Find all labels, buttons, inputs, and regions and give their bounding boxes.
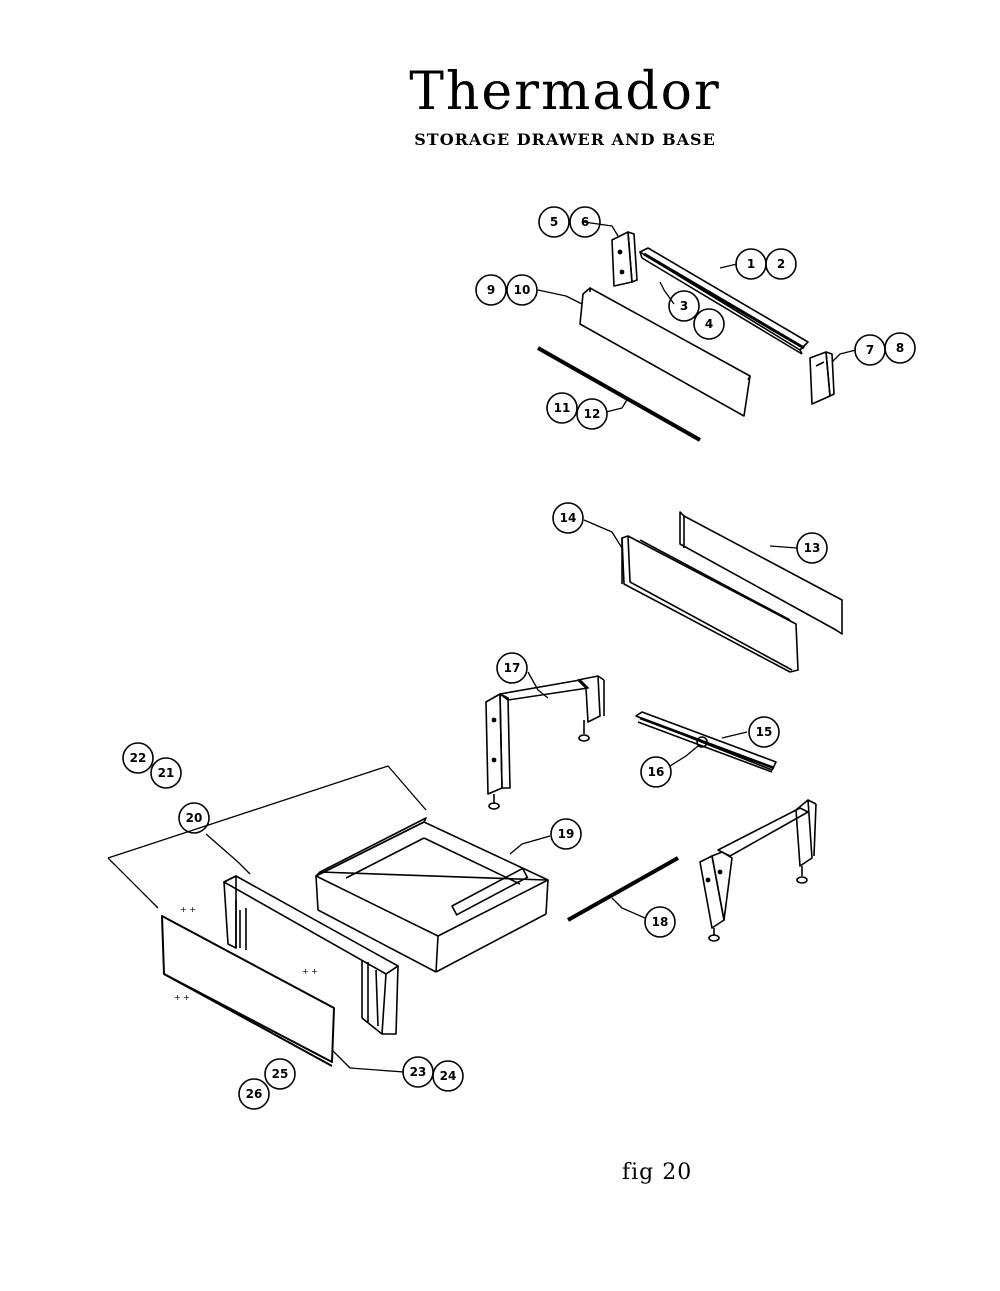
callout-20: 20 bbox=[178, 802, 210, 834]
svg-text:9: 9 bbox=[487, 283, 495, 297]
callout-5: 5 bbox=[538, 206, 570, 238]
svg-text:10: 10 bbox=[514, 283, 531, 297]
callout-17: 17 bbox=[496, 652, 528, 684]
svg-text:5: 5 bbox=[550, 215, 558, 229]
svg-text:25: 25 bbox=[272, 1067, 289, 1081]
callout-1: 1 bbox=[735, 248, 767, 280]
top-rail bbox=[639, 247, 809, 355]
svg-text:1: 1 bbox=[747, 257, 755, 271]
figure-label: fig 20 bbox=[622, 1160, 693, 1185]
svg-text:+ +: + + bbox=[180, 905, 196, 914]
svg-text:23: 23 bbox=[410, 1065, 427, 1079]
drawer-front-panel: + + + + + + bbox=[161, 905, 335, 1067]
drawer-box bbox=[315, 817, 549, 973]
callout-11: 11 bbox=[546, 392, 578, 424]
callout-3: 3 bbox=[668, 290, 700, 322]
svg-text:+ +: + + bbox=[174, 993, 190, 1002]
drawer-front-frame bbox=[223, 875, 399, 1035]
svg-text:21: 21 bbox=[158, 766, 175, 780]
callout-19: 19 bbox=[550, 818, 582, 850]
svg-text:4: 4 bbox=[705, 317, 713, 331]
callout-12: 12 bbox=[576, 398, 608, 430]
callout-9: 9 bbox=[475, 274, 507, 306]
right-bracket bbox=[809, 351, 835, 405]
svg-text:7: 7 bbox=[866, 343, 874, 357]
callout-6: 6 bbox=[569, 206, 601, 238]
callout-8: 8 bbox=[884, 332, 916, 364]
leader-lines bbox=[107, 221, 857, 1073]
kick-panel bbox=[621, 535, 799, 673]
callout-13: 13 bbox=[796, 532, 828, 564]
right-leg-frame bbox=[699, 799, 817, 942]
callout-10: 10 bbox=[506, 274, 538, 306]
drawer-slide-rail bbox=[635, 711, 777, 773]
svg-text:20: 20 bbox=[186, 811, 203, 825]
svg-text:2: 2 bbox=[777, 257, 785, 271]
svg-text:12: 12 bbox=[584, 407, 601, 421]
bottom-trim bbox=[537, 346, 701, 442]
svg-text:18: 18 bbox=[652, 915, 669, 929]
left-leg-frame bbox=[485, 675, 605, 810]
front-panel bbox=[579, 287, 751, 417]
svg-text:26: 26 bbox=[246, 1087, 263, 1101]
callout-22: 22 bbox=[122, 742, 154, 774]
svg-text:+ +: + + bbox=[302, 967, 318, 976]
callout-2: 2 bbox=[765, 248, 797, 280]
diagram-subtitle: STORAGE DRAWER AND BASE bbox=[414, 130, 716, 149]
svg-text:14: 14 bbox=[560, 511, 577, 525]
callout-26: 26 bbox=[238, 1078, 270, 1110]
callout-24: 24 bbox=[432, 1060, 464, 1092]
svg-text:3: 3 bbox=[680, 299, 688, 313]
svg-text:11: 11 bbox=[554, 401, 571, 415]
callout-23: 23 bbox=[402, 1056, 434, 1088]
callout-16: 16 bbox=[640, 756, 672, 788]
svg-text:16: 16 bbox=[648, 765, 665, 779]
callout-15: 15 bbox=[748, 716, 780, 748]
callout-14: 14 bbox=[552, 502, 584, 534]
svg-text:13: 13 bbox=[804, 541, 821, 555]
left-bracket bbox=[611, 231, 638, 287]
back-panel bbox=[679, 511, 843, 635]
callout-4: 4 bbox=[693, 308, 725, 340]
callout-21: 21 bbox=[150, 757, 182, 789]
svg-text:6: 6 bbox=[581, 215, 589, 229]
svg-text:24: 24 bbox=[440, 1069, 457, 1083]
callout-18: 18 bbox=[644, 906, 676, 938]
svg-text:15: 15 bbox=[756, 725, 773, 739]
brand-title: Thermador bbox=[409, 62, 721, 122]
svg-text:17: 17 bbox=[504, 661, 521, 675]
callout-7: 7 bbox=[854, 334, 886, 366]
svg-text:22: 22 bbox=[130, 751, 147, 765]
slide-bar bbox=[567, 856, 679, 922]
svg-text:19: 19 bbox=[558, 827, 575, 841]
callout-25: 25 bbox=[264, 1058, 296, 1090]
svg-text:8: 8 bbox=[896, 341, 904, 355]
